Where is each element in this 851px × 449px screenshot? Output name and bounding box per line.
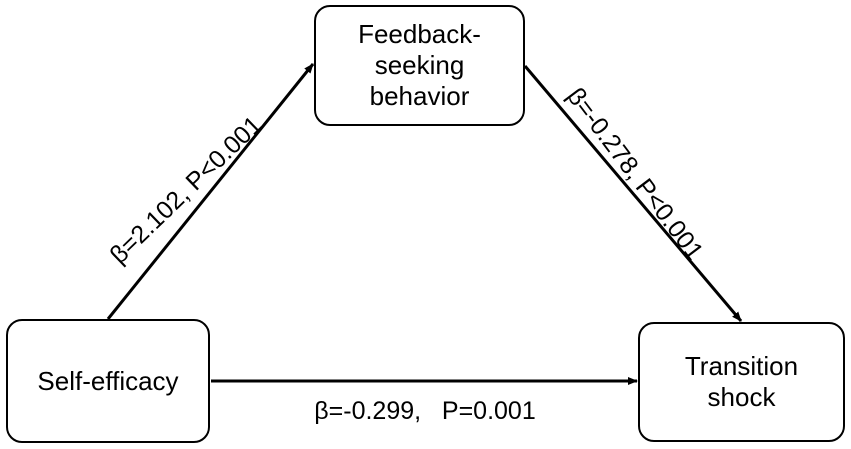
transition-node-line-2: shock [707,382,776,412]
feedback-node-line-2: seeking [374,50,465,80]
feedback-node-line-1: Feedback- [358,19,481,49]
self-efficacy-node: Self-efficacy [6,319,210,443]
transition-node-line-1: Transition [684,351,799,381]
path-c-coefficient-label: β=-0.299, P=0.001 [314,397,536,425]
self-efficacy-node-label: Self-efficacy [37,365,179,396]
arrow-feedback-to-transition [523,65,743,322]
feedback-seeking-behavior-node: Feedback- seeking behavior [314,5,525,126]
feedback-node-line-3: behavior [369,81,470,111]
transition-shock-node: Transition shock [638,322,845,442]
arrow-self-to-feedback [106,63,315,320]
